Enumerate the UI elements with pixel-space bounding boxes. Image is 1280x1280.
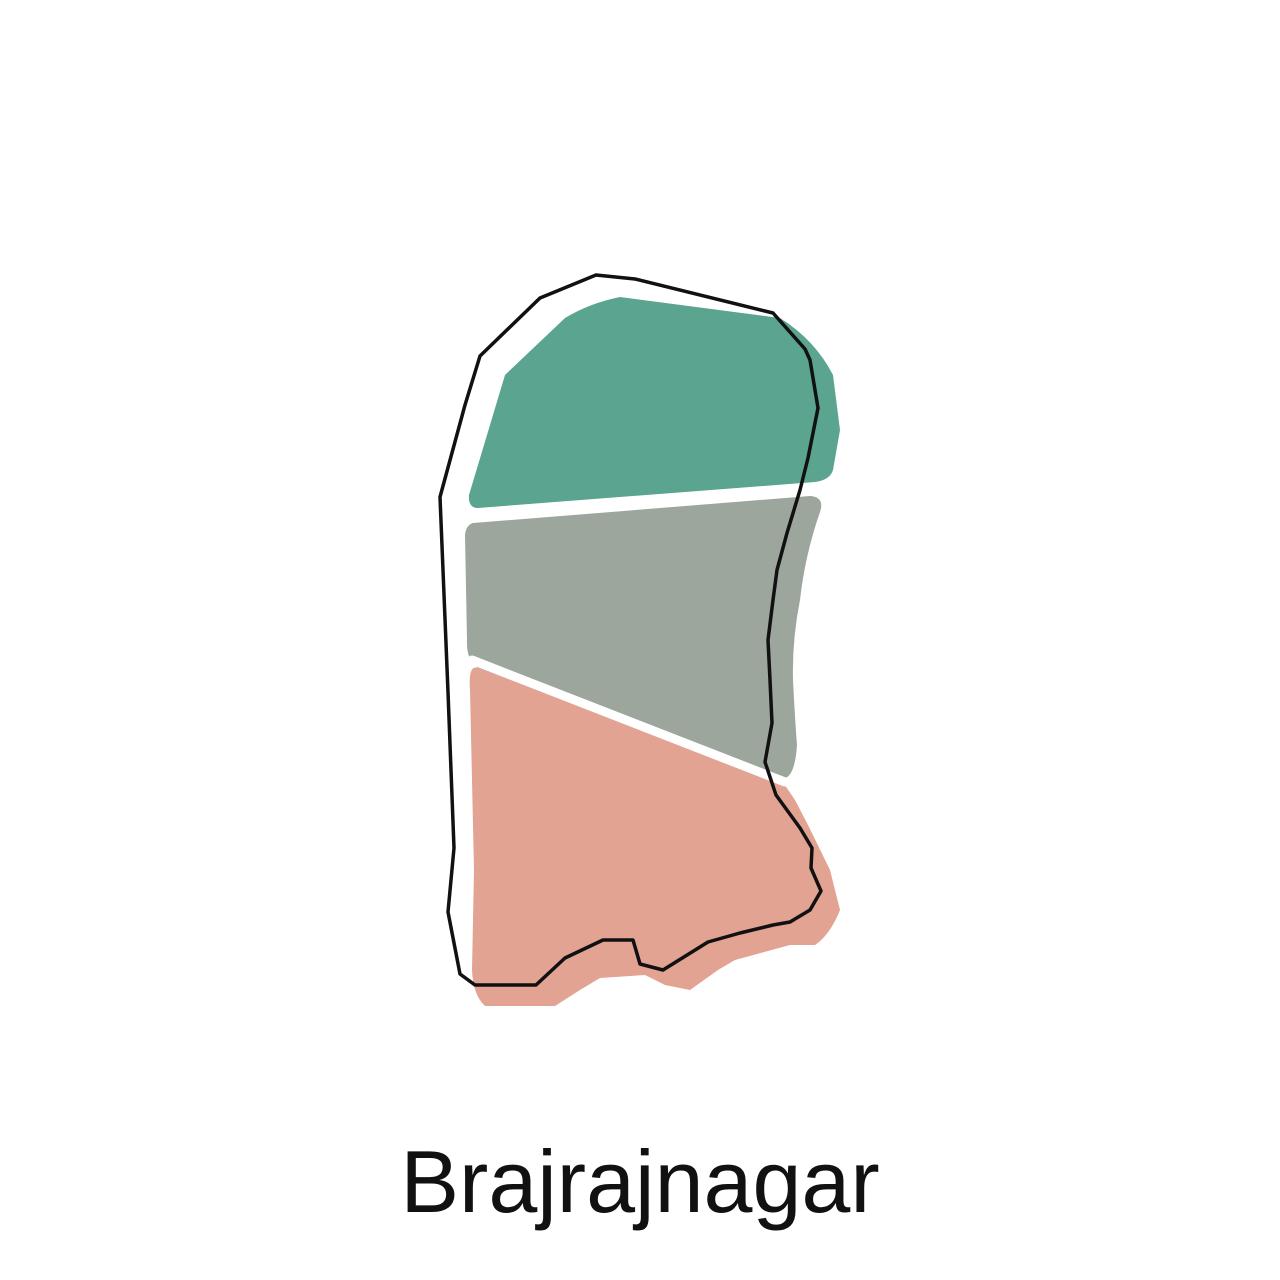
region-middle xyxy=(465,496,822,778)
territory-outline xyxy=(438,273,823,987)
region-divider-south xyxy=(467,655,790,787)
region-north xyxy=(468,297,840,508)
region-divider-north xyxy=(465,483,817,520)
map-title: Brajrajnagar xyxy=(400,1132,880,1231)
region-south xyxy=(469,667,840,1006)
